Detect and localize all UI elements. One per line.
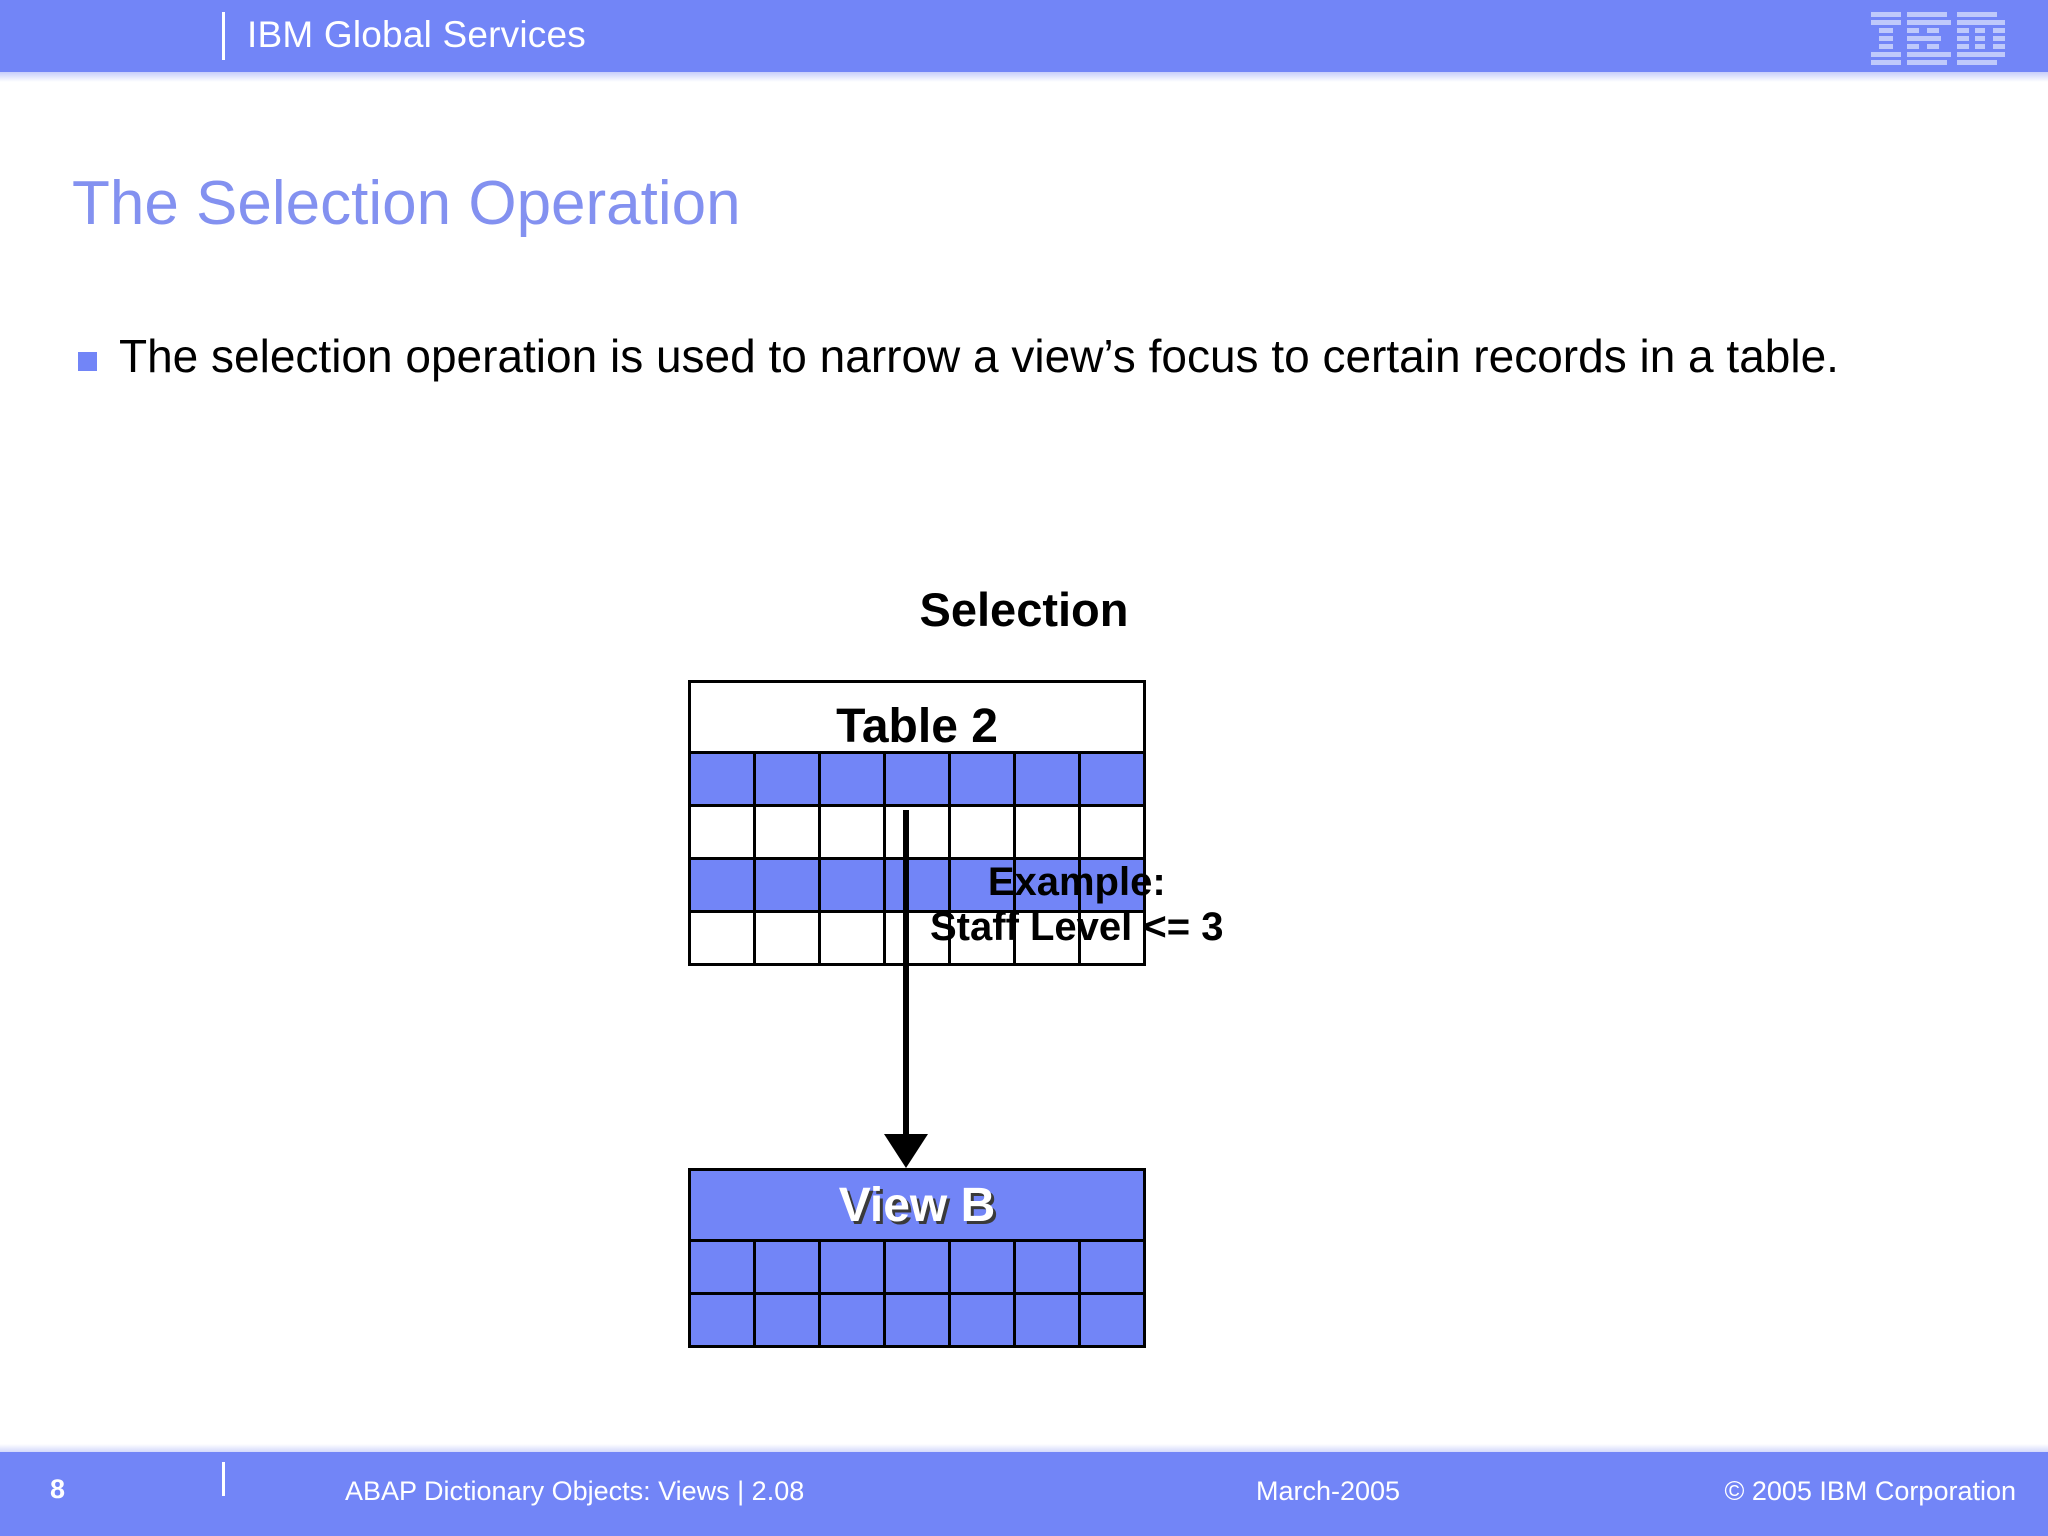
- diagram-caption: Selection: [919, 583, 1129, 636]
- example-annotation-line1: Example:: [987, 860, 1166, 904]
- result-table-header: View B: [691, 1171, 1143, 1242]
- bullet-text: The selection operation is used to narro…: [119, 330, 1839, 382]
- table-cell: [821, 913, 886, 963]
- result-table-label: View B: [838, 1179, 996, 1232]
- table-row: [691, 1292, 1143, 1345]
- result-table: View B: [688, 1168, 1146, 1348]
- table-row: [691, 857, 1143, 910]
- table-cell: [756, 1295, 821, 1345]
- table-cell: [691, 754, 756, 804]
- table-cell: [1016, 1295, 1081, 1345]
- table-cell: [1081, 913, 1143, 963]
- table-cell: [691, 1242, 756, 1292]
- source-table-header: Table 2: [691, 683, 1143, 754]
- ibm-logo-icon: [1871, 12, 2005, 65]
- table-cell: [951, 913, 1016, 963]
- table-cell: [886, 860, 951, 910]
- footer-shadow: [0, 1444, 2048, 1452]
- table-cell: [1081, 860, 1143, 910]
- table-cell: [821, 754, 886, 804]
- table-cell: [1081, 1242, 1143, 1292]
- footer-divider: [222, 1462, 225, 1496]
- table-row: [691, 804, 1143, 857]
- table-cell: [691, 913, 756, 963]
- footer-course-title: ABAP Dictionary Objects: Views | 2.08: [345, 1476, 805, 1506]
- page-number: 8: [50, 1474, 66, 1504]
- table-row: [691, 754, 1143, 804]
- example-annotation-line2: Staff Level <= 3: [930, 904, 1224, 949]
- table-cell: [1016, 807, 1081, 857]
- table-cell: [951, 860, 1016, 910]
- table-cell: [756, 860, 821, 910]
- table-cell: [1081, 754, 1143, 804]
- table-cell: [1016, 1242, 1081, 1292]
- footer-date: March-2005: [1256, 1476, 1401, 1506]
- table-cell: [886, 1242, 951, 1292]
- table-row: [691, 1242, 1143, 1292]
- table-cell: [886, 913, 951, 963]
- table-cell: [1081, 1295, 1143, 1345]
- table-cell: [821, 860, 886, 910]
- table-cell: [821, 1295, 886, 1345]
- table-cell: [756, 913, 821, 963]
- page-title: The Selection Operation: [72, 169, 741, 238]
- table-row: [691, 910, 1143, 963]
- source-table-label: Table 2: [836, 700, 998, 753]
- table-cell: [1016, 913, 1081, 963]
- bullet-square-icon: [78, 352, 97, 371]
- source-table: Table 2: [688, 680, 1146, 966]
- table-cell: [886, 1295, 951, 1345]
- table-cell: [886, 807, 951, 857]
- table-cell: [951, 1242, 1016, 1292]
- table-cell: [691, 807, 756, 857]
- bullet-list-item: The selection operation is used to narro…: [78, 330, 1978, 383]
- header-shadow: [0, 72, 2048, 82]
- flow-arrow-line: [903, 810, 909, 1140]
- table-cell: [1016, 860, 1081, 910]
- table-cell: [951, 754, 1016, 804]
- footer-band: 8 ABAP Dictionary Objects: Views | 2.08 …: [0, 1452, 2048, 1536]
- flow-arrow-head-icon: [884, 1134, 928, 1168]
- header-title: IBM Global Services: [247, 14, 586, 55]
- table-cell: [951, 1295, 1016, 1345]
- table-cell: [756, 754, 821, 804]
- header-divider: [222, 12, 225, 60]
- table-cell: [1016, 754, 1081, 804]
- table-cell: [756, 1242, 821, 1292]
- table-cell: [821, 807, 886, 857]
- example-annotation: Example: Staff Level <= 3: [930, 860, 1223, 950]
- table-cell: [951, 807, 1016, 857]
- table-cell: [821, 1242, 886, 1292]
- table-cell: [1081, 807, 1143, 857]
- footer-copyright: © 2005 IBM Corporation: [1724, 1476, 2016, 1506]
- table-cell: [886, 754, 951, 804]
- table-cell: [756, 807, 821, 857]
- table-cell: [691, 1295, 756, 1345]
- table-cell: [691, 860, 756, 910]
- header-band: IBM Global Services: [0, 0, 2048, 72]
- selection-diagram: Selection Table 2: [0, 560, 2048, 1400]
